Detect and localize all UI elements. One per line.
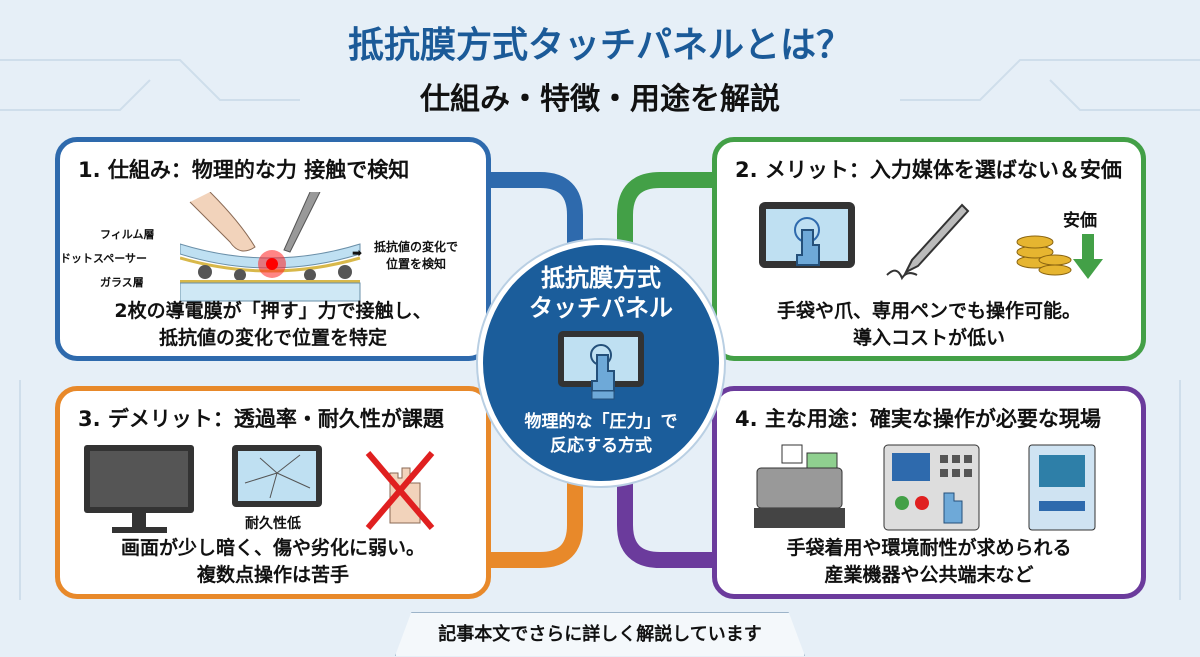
stylus-pen-icon [886, 203, 970, 281]
center-title-line1: 抵抗膜方式 [541, 264, 661, 292]
coins-icon [1016, 235, 1072, 276]
card-heading: 4. 主な用途：確実な操作が必要な現場 [735, 407, 1101, 431]
card-description: 画面が少し暗く、傷や劣化に弱い。複数点操作は苦手 [60, 535, 486, 589]
cash-register-icon [754, 444, 845, 528]
center-sub-line2: 反応する方式 [550, 436, 652, 456]
center-subtitle: 物理的な「圧力」で反応する方式 [483, 410, 719, 458]
dim-monitor-icon [84, 445, 194, 533]
durability-label: 耐久性低 [245, 516, 301, 532]
label-glass: ガラス層 [100, 276, 144, 289]
center-badge: 抵抗膜方式タッチパネル 物理的な「圧力」で反応する方式 [478, 240, 724, 486]
callout: ➡抵抗値の変化で位置を検知 [352, 240, 459, 271]
layer-diagram-icon [180, 192, 361, 302]
card-heading: 3. デメリット：透過率・耐久性が課題 [78, 407, 444, 431]
industrial-panel-icon [883, 444, 980, 531]
label-film: フィルム層 [100, 228, 155, 241]
center-sub-line1: 物理的な「圧力」で [524, 412, 678, 432]
no-multitouch-icon [365, 451, 435, 530]
callout-line2: 位置を検知 [386, 257, 447, 271]
card-description: 2枚の導電膜が「押す」力で接触し、抵抗値の変化で位置を特定 [60, 298, 486, 352]
desc-line2: 導入コストが低い [852, 327, 1005, 349]
center-title-line2: タッチパネル [529, 294, 673, 322]
card-heading: 2. メリット：入力媒体を選ばない＆安価 [735, 158, 1122, 182]
atm-icon [1028, 444, 1096, 531]
center-title: 抵抗膜方式タッチパネル [483, 263, 719, 323]
card-mechanism: 1. 仕組み：物理的な力 接触で検知 フィルム層 ドットスペーサー ガラス層 ➡… [55, 137, 491, 361]
arrow-down-icon [1073, 234, 1103, 279]
desc-line2: 産業機器や公共端末など [824, 564, 1034, 586]
desc-line1: 手袋や爪、専用ペンでも操作可能。 [776, 300, 1081, 322]
footer-banner[interactable]: 記事本文でさらに詳しく解説しています [395, 612, 805, 656]
desc-line2: 複数点操作は苦手 [196, 564, 349, 586]
label-dot-spacer: ドットスペーサー [60, 252, 148, 265]
card-demerits: 3. デメリット：透過率・耐久性が課題 耐久性低 画面が少し暗く、傷や劣化に弱い… [55, 386, 491, 599]
desc-line1: 2枚の導電膜が「押す」力で接触し、 [114, 300, 432, 322]
main-title: 抵抗膜方式タッチパネルとは？ [347, 25, 852, 66]
card-merits: 2. メリット：入力媒体を選ばない＆安価 安価 手袋や爪、専用ペンでも操作可能。… [712, 137, 1146, 361]
tablet-touch-icon [759, 202, 855, 268]
subtitle: 仕組み・特徴・用途を解説 [420, 82, 780, 117]
desc-line2: 抵抗値の変化で位置を特定 [158, 327, 387, 349]
desc-line1: 手袋着用や環境耐性が求められる [786, 537, 1072, 559]
callout-line1: 抵抗値の変化で [374, 240, 459, 254]
card-heading: 1. 仕組み：物理的な力 接触で検知 [78, 158, 410, 182]
touch-panel-icon [558, 331, 644, 400]
card-description: 手袋着用や環境耐性が求められる産業機器や公共端末など [717, 535, 1141, 589]
card-description: 手袋や爪、専用ペンでも操作可能。導入コストが低い [717, 298, 1141, 352]
card-uses: 4. 主な用途：確実な操作が必要な現場 手袋着用や環境耐性が求められる産業機器や… [712, 386, 1146, 599]
desc-line1: 画面が少し暗く、傷や劣化に弱い。 [120, 537, 425, 559]
cracked-screen-icon [232, 445, 322, 507]
price-label: 安価 [1063, 211, 1097, 231]
